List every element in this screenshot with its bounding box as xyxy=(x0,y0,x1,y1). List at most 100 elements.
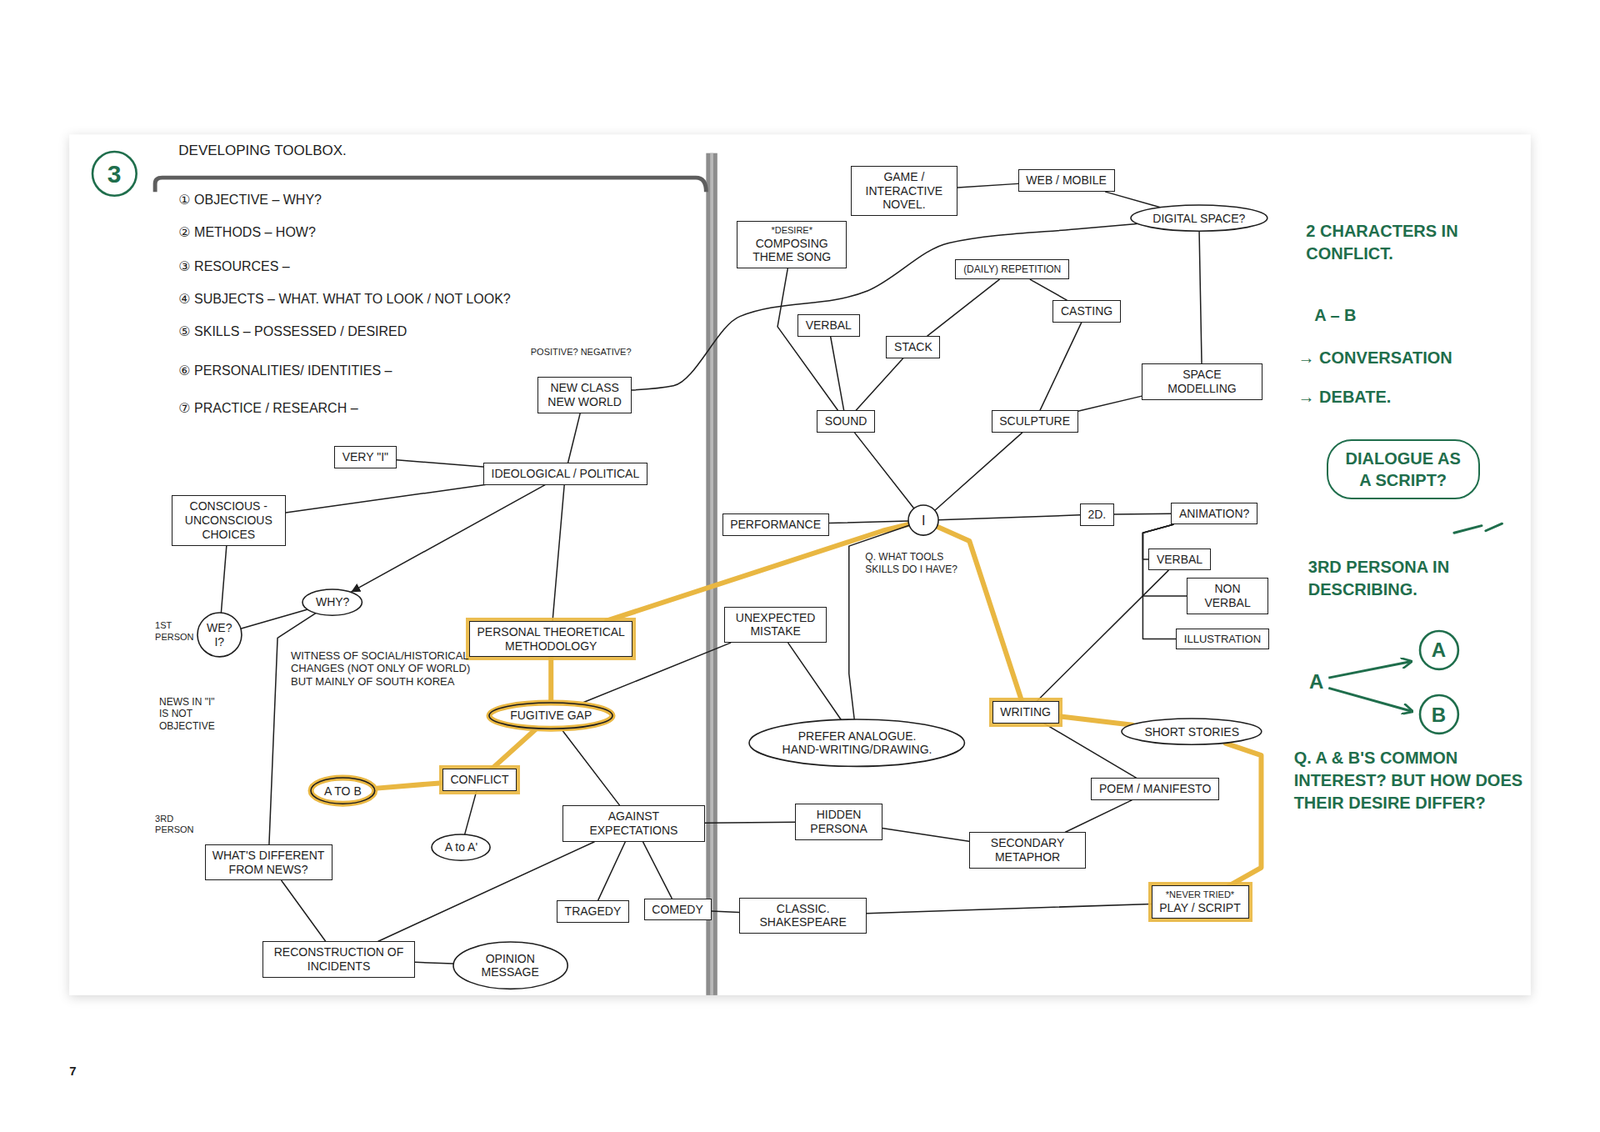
connector xyxy=(855,358,904,411)
concept-box: VERY "I" xyxy=(334,445,397,469)
connector xyxy=(1030,279,1067,300)
concept-box: POEM / MANIFESTO xyxy=(1090,777,1220,800)
concept-box: RECONSTRUCTION OF INCIDENTS xyxy=(262,940,416,978)
outline-ring xyxy=(302,589,362,615)
node-text: *DESIRE* xyxy=(770,225,814,236)
node-text: I xyxy=(920,512,926,529)
outline-ring xyxy=(1420,695,1459,734)
toolbox-item: ④ SUBJECTS – WHAT. WHAT TO LOOK / NOT LO… xyxy=(178,290,510,307)
toolbox-item: ② METHODS – HOW? xyxy=(178,224,316,240)
node-text: CASTING xyxy=(1060,304,1114,319)
highlight-connector xyxy=(1225,743,1262,886)
sheet xyxy=(69,135,1530,995)
toolbox-item: ① OBJECTIVE – WHY? xyxy=(178,191,322,208)
connector xyxy=(1105,191,1162,208)
concept-box: SCULPTURE xyxy=(991,410,1079,433)
outline-ring xyxy=(1121,718,1262,745)
node-text: CONSCIOUS -UNCONSCIOUS CHOICES xyxy=(178,499,280,541)
green-note: A – B xyxy=(1314,304,1356,327)
connector xyxy=(957,183,1018,188)
node-text: 3 xyxy=(106,157,122,190)
node-text: ILLUSTRATION xyxy=(1183,632,1262,646)
node-text: STACK xyxy=(893,340,933,355)
side-note: 3RD PERSON xyxy=(155,813,196,835)
binding-highlight xyxy=(710,153,714,995)
node-text: DIGITAL SPACE? xyxy=(1152,211,1246,226)
concept-box: (DAILY) REPETITION xyxy=(955,259,1070,280)
toolbox-item: ⑤ SKILLS – POSSESSED / DESIRED xyxy=(178,323,407,340)
concept-box: IDEOLOGICAL / POLITICAL xyxy=(483,462,648,485)
concept-ellipse: DIGITAL SPACE? xyxy=(1127,201,1271,235)
binding xyxy=(705,153,717,995)
connector xyxy=(938,515,1080,520)
node-text: CONFLICT xyxy=(450,772,510,787)
header-rule xyxy=(155,177,706,192)
connector xyxy=(378,841,595,941)
green-note: → CONVERSATION xyxy=(1298,346,1453,370)
concept-box: WEB / MOBILE xyxy=(1018,169,1115,192)
node-text: SPACE MODELLING xyxy=(1148,367,1255,396)
connector xyxy=(788,642,842,720)
outline-ring xyxy=(197,612,242,657)
concept-box: VERBAL xyxy=(797,314,860,337)
connector xyxy=(281,880,326,941)
green-note: → DEBATE. xyxy=(1298,385,1392,409)
node-text: SECONDARY METAPHOR xyxy=(975,835,1080,865)
connector xyxy=(927,279,1000,335)
connector xyxy=(1142,524,1176,639)
concept-box: SECONDARY METAPHOR xyxy=(969,831,1087,869)
connector xyxy=(829,520,910,524)
connector xyxy=(415,961,454,964)
concept-ellipse: A TO B xyxy=(307,774,379,807)
highlight-connector xyxy=(937,526,1023,701)
concept-ellipse: PREFER ANALOGUE. HAND-WRITING/DRAWING. xyxy=(745,715,968,770)
node-text: A xyxy=(1430,636,1447,663)
node-text: B xyxy=(1430,701,1447,728)
concept-box: DIALOGUE AS A SCRIPT? xyxy=(1326,439,1480,500)
node-text: SHORT STORIES xyxy=(1144,725,1240,740)
node-text: WRITING xyxy=(1000,705,1052,720)
concept-circle: B xyxy=(1416,691,1462,737)
concept-circle: I xyxy=(905,501,942,539)
node-text: A to A' xyxy=(444,840,479,855)
concept-box: *NEVER TRIED*PLAY / SCRIPT xyxy=(1151,885,1250,919)
connector xyxy=(830,336,845,410)
connector xyxy=(560,728,620,806)
concept-circle: A xyxy=(1416,627,1462,673)
node-text: (DAILY) REPETITION xyxy=(962,263,1062,275)
toolbox-item: ③ RESOURCES – xyxy=(178,258,290,275)
concept-box: ANIMATION? xyxy=(1170,502,1258,525)
toolbox-item: ⑥ PERSONALITIES/ IDENTITIES – xyxy=(178,362,392,379)
connector xyxy=(1114,513,1171,515)
green-mark: A xyxy=(1309,668,1324,695)
green-arrow xyxy=(1328,687,1412,711)
node-text: PLAY / SCRIPT xyxy=(1159,900,1242,915)
connector xyxy=(269,612,316,845)
connector xyxy=(882,828,970,842)
highlight-connector xyxy=(491,728,537,770)
connector xyxy=(935,432,1023,510)
concept-box: CONFLICT xyxy=(442,768,517,791)
node-text: WHY? xyxy=(315,595,350,610)
concept-ellipse: A to A' xyxy=(428,830,494,864)
node-text: HIDDEN PERSONA xyxy=(802,807,876,836)
node-text: WEB / MOBILE xyxy=(1025,173,1108,188)
concept-box: CASTING xyxy=(1052,300,1121,323)
concept-box: CLASSIC. SHAKESPEARE xyxy=(739,897,867,935)
connector xyxy=(643,841,673,899)
highlight-ring xyxy=(310,777,375,804)
connector xyxy=(1040,322,1082,410)
node-text: AGAINST EXPECTATIONS xyxy=(569,809,699,838)
toolbox-item: ⑦ PRACTICE / RESEARCH – xyxy=(178,400,358,416)
green-arrow xyxy=(1328,660,1411,678)
connector xyxy=(711,910,740,913)
node-text: COMEDY xyxy=(651,902,705,917)
connector xyxy=(396,460,484,467)
page-number: 7 xyxy=(69,1063,76,1079)
concept-box: VERBAL xyxy=(1148,548,1211,571)
node-text: POEM / MANIFESTO xyxy=(1098,781,1212,796)
node-text: OPINION MESSAGE xyxy=(471,951,550,980)
highlight-connector xyxy=(374,782,443,789)
connector xyxy=(866,903,1151,913)
